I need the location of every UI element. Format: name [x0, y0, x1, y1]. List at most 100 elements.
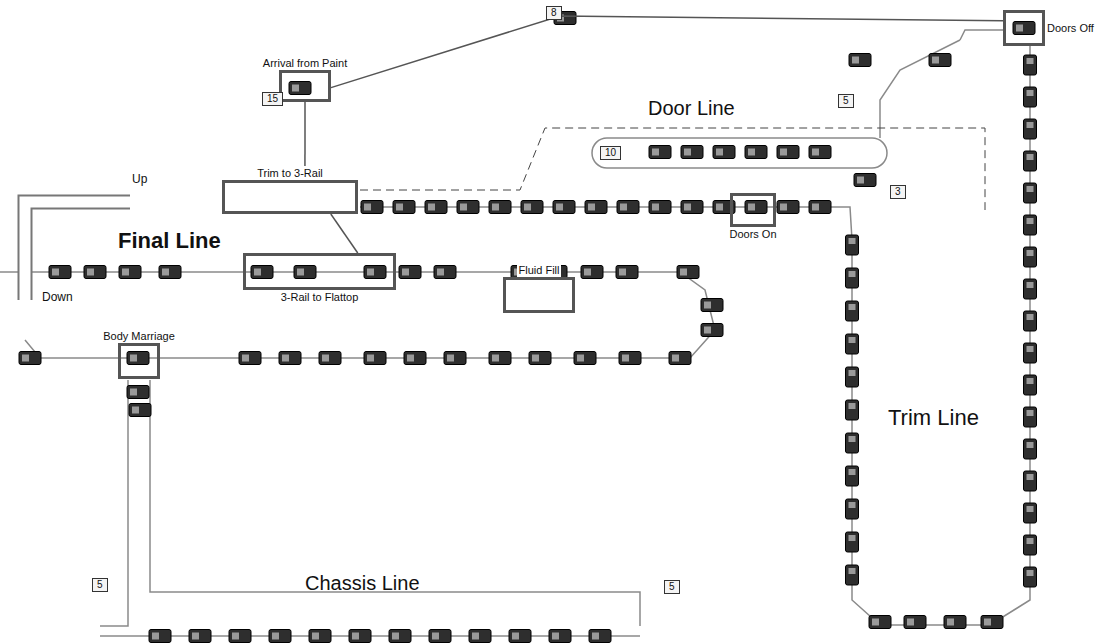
- line-name: Down: [42, 290, 73, 304]
- car-icon: [681, 146, 703, 159]
- station-box: Doors On: [727, 193, 778, 241]
- car-icon: [269, 630, 291, 643]
- car-icon: [1024, 503, 1037, 523]
- car-icon: [84, 266, 106, 279]
- line-name: Up: [132, 172, 147, 186]
- station-frame: [118, 343, 160, 379]
- car-icon: [434, 266, 456, 279]
- callout-number: 5: [838, 94, 854, 108]
- car-icon: [619, 352, 641, 365]
- car-icon: [553, 201, 575, 214]
- car-icon: [1024, 567, 1037, 587]
- callout-number: 3: [890, 185, 906, 199]
- car-icon: [489, 352, 511, 365]
- car-icon: [1024, 279, 1037, 299]
- car-icon: [404, 352, 426, 365]
- station-frame: [243, 253, 396, 290]
- car-icon: [849, 54, 871, 67]
- car-icon: [1024, 247, 1037, 267]
- car-icon: [846, 400, 859, 420]
- station-frame: [222, 180, 358, 214]
- callout-number: 15: [262, 92, 283, 106]
- station-frame: [279, 70, 331, 102]
- conveyor-link: [331, 214, 358, 253]
- car-icon: [681, 201, 703, 214]
- car-icon: [869, 616, 891, 629]
- station-frame: [1003, 10, 1045, 46]
- car-icon: [846, 334, 859, 354]
- car-icon: [745, 201, 767, 214]
- station-label: Doors On: [727, 227, 778, 241]
- car-icon: [809, 201, 831, 214]
- car-icon: [589, 630, 611, 643]
- line-name: Chassis Line: [305, 572, 420, 595]
- car-icon: [549, 630, 571, 643]
- car-icon: [846, 565, 859, 585]
- car-icon: [581, 266, 603, 279]
- car-icon: [846, 235, 859, 255]
- car-icon: [777, 201, 799, 214]
- car-icon: [49, 266, 71, 279]
- car-icon: [1024, 535, 1037, 555]
- station-frame: [730, 193, 776, 227]
- car-icon: [1024, 471, 1037, 491]
- car-icon: [616, 266, 638, 279]
- car-icon: [1024, 439, 1037, 459]
- station-box: Fluid Fill: [503, 263, 575, 313]
- car-icon: [429, 630, 451, 643]
- station-label: 3-Rail to Flattop: [279, 290, 361, 304]
- car-icon: [944, 616, 966, 629]
- car-icon: [251, 266, 273, 279]
- car-icon: [1024, 343, 1037, 363]
- car-icon: [649, 146, 671, 159]
- car-icon: [677, 266, 699, 279]
- car-icon: [239, 352, 261, 365]
- line-name: Trim Line: [888, 405, 979, 431]
- car-icon: [904, 616, 926, 629]
- car-icon: [119, 266, 141, 279]
- car-icon: [1024, 87, 1037, 107]
- callout-number: 8: [546, 6, 562, 20]
- car-icon: [189, 630, 211, 643]
- car-icon: [846, 367, 859, 387]
- car-icon: [846, 301, 859, 321]
- car-icon: [489, 201, 511, 214]
- car-icon: [649, 201, 671, 214]
- car-icon: [745, 146, 767, 159]
- station-label: Body Marriage: [101, 329, 177, 343]
- station-label: Fluid Fill: [517, 263, 562, 277]
- car-icon: [149, 630, 171, 643]
- callout-number: 5: [664, 580, 680, 594]
- car-icon: [846, 268, 859, 288]
- car-icon: [713, 146, 735, 159]
- car-icon: [669, 352, 691, 365]
- car-icon: [393, 201, 415, 214]
- car-icon: [349, 630, 371, 643]
- car-icon: [777, 146, 799, 159]
- station-frame: [503, 277, 575, 313]
- callout-number: 5: [92, 578, 108, 592]
- car-icon: [529, 352, 551, 365]
- car-icon: [279, 352, 301, 365]
- car-icon: [19, 352, 41, 365]
- car-icon: [809, 146, 831, 159]
- car-icon: [309, 630, 331, 643]
- station-box: 3-Rail to Flattop: [243, 253, 396, 304]
- car-icon: [1024, 375, 1037, 395]
- car-icon: [1013, 22, 1035, 35]
- car-icon: [846, 466, 859, 486]
- car-icon: [229, 630, 251, 643]
- car-icon: [389, 630, 411, 643]
- car-icon: [846, 433, 859, 453]
- car-icon: [701, 299, 723, 312]
- line-name: Final Line: [118, 228, 221, 254]
- station-box: Body Marriage: [101, 329, 177, 379]
- car-icon: [1024, 215, 1037, 235]
- car-icon: [1024, 55, 1037, 75]
- car-icon: [1024, 311, 1037, 331]
- station-label: Doors Off: [1045, 21, 1096, 35]
- car-icon: [574, 352, 596, 365]
